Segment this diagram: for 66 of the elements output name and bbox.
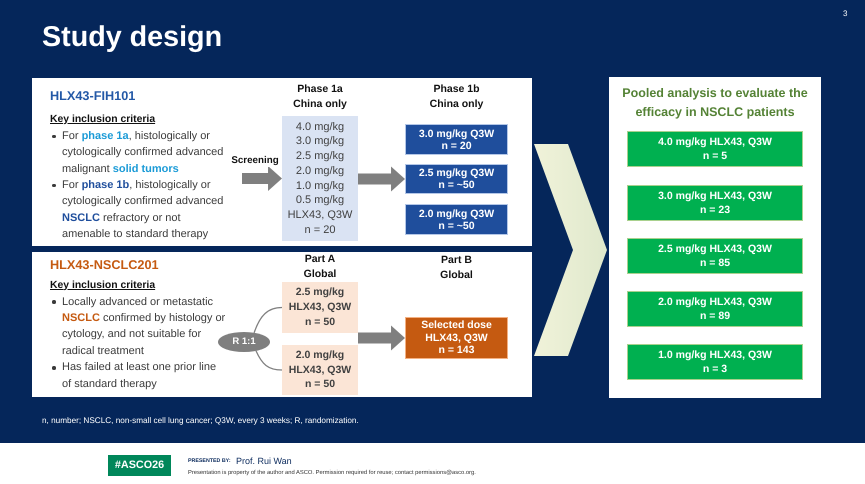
footnote: n, number; NSCLC, non-small cell lung cancer; Q3W, every 3 weeks; R, randomization. <box>42 414 359 426</box>
study-panel <box>32 78 532 246</box>
connector-line <box>254 306 282 334</box>
dose-label: 1.0 mg/kg HLX43, Q3W <box>658 348 772 362</box>
dose-box <box>405 204 508 235</box>
dose-label: 0.5 mg/kg <box>296 193 344 208</box>
dose-box <box>627 291 803 327</box>
dose-box <box>627 238 803 274</box>
dose-label: 2.5 mg/kg <box>296 149 344 164</box>
dose-label: 2.5 mg/kg HLX43, Q3W <box>658 242 772 256</box>
dose-label: 2.5 mg/kg Q3W <box>418 167 494 179</box>
dose-box <box>627 131 803 167</box>
dose-label: 2.0 mg/kg HLX43, Q3W <box>658 295 772 309</box>
sample-size: n = 23 <box>700 203 730 217</box>
study-name: HLX43-FIH101 <box>50 88 136 104</box>
dose-label: 2.0 mg/kg <box>296 164 344 178</box>
sample-size: n = ~50 <box>438 179 475 191</box>
dose-label: 3.0 mg/kg <box>296 134 344 150</box>
sample-size: n = 5 <box>702 149 728 163</box>
column-header: Part A Global <box>302 252 338 282</box>
hashtag-badge: #ASCO26 <box>108 455 171 476</box>
criteria-item: Locally advanced or metastatic NSCLC confirmed by histology or cytology, and not suitable for radical treatment <box>50 294 227 360</box>
sample-size: n = 89 <box>700 309 730 323</box>
chevron-arrow <box>534 144 607 356</box>
slide-title: Study design <box>42 20 222 55</box>
dose-label: 3.0 mg/kg HLX43, Q3W <box>658 189 772 203</box>
dose-label: 1.0 mg/kg <box>296 178 344 194</box>
criteria-item: Has failed at least one prior line of standard therapy <box>50 359 227 392</box>
page-number: 3 <box>843 9 848 19</box>
column-header: Part B Global <box>439 252 474 282</box>
criteria-item: For phase 1b, histologically or cytologically confirmed advanced NSCLC refractory or not amenable to standard therapy <box>50 177 227 243</box>
sample-size: n = 20 <box>441 140 472 152</box>
dose-box <box>405 164 508 194</box>
sample-size: n = 20 <box>304 222 336 238</box>
block-arrow <box>242 166 282 191</box>
presenter-name: Prof. Rui Wan <box>236 456 292 466</box>
sample-size: n = ~50 <box>438 220 475 232</box>
sample-size: n = 85 <box>700 256 730 270</box>
dose-label: 4.0 mg/kg <box>296 120 344 134</box>
connector-line <box>255 350 282 371</box>
edge-label: Screening <box>231 154 279 166</box>
dose-box <box>627 185 803 221</box>
analysis-panel <box>609 77 821 398</box>
randomization-oval <box>218 332 270 352</box>
randomization-label: R 1:1 <box>232 336 256 348</box>
dose-box <box>627 344 803 380</box>
criteria-item: For phase 1a, histologically or cytologically confirmed advanced malignant solid tumors <box>50 128 227 178</box>
criteria-heading: Key inclusion criteria <box>50 278 156 292</box>
block-arrow <box>358 326 405 350</box>
dose-label: 4.0 mg/kg HLX43, Q3W <box>658 135 772 149</box>
dose-box <box>282 345 358 395</box>
sample-size: n = 3 <box>702 362 728 376</box>
regimen-label: HLX43, Q3W <box>288 208 352 223</box>
sample-size: n = 50 <box>304 314 336 330</box>
analysis-heading: Pooled analysis to evaluate the efficacy in NSCLC patients <box>621 84 809 121</box>
dose-label: 2.0 mg/kg Q3W <box>418 208 494 220</box>
sample-size: n = 50 <box>304 377 336 392</box>
column-header: Phase 1a China only <box>292 82 348 112</box>
study-name: HLX43-NSCLC201 <box>50 257 159 273</box>
dose-box <box>405 317 508 359</box>
dose-label: 3.0 mg/kg Q3W <box>418 128 494 140</box>
column-header: Phase 1b China only <box>428 82 484 112</box>
sample-size: n = 143 <box>438 344 474 357</box>
study-panel <box>32 252 532 397</box>
block-arrow <box>358 166 405 192</box>
criteria-heading: Key inclusion criteria <box>50 112 156 127</box>
